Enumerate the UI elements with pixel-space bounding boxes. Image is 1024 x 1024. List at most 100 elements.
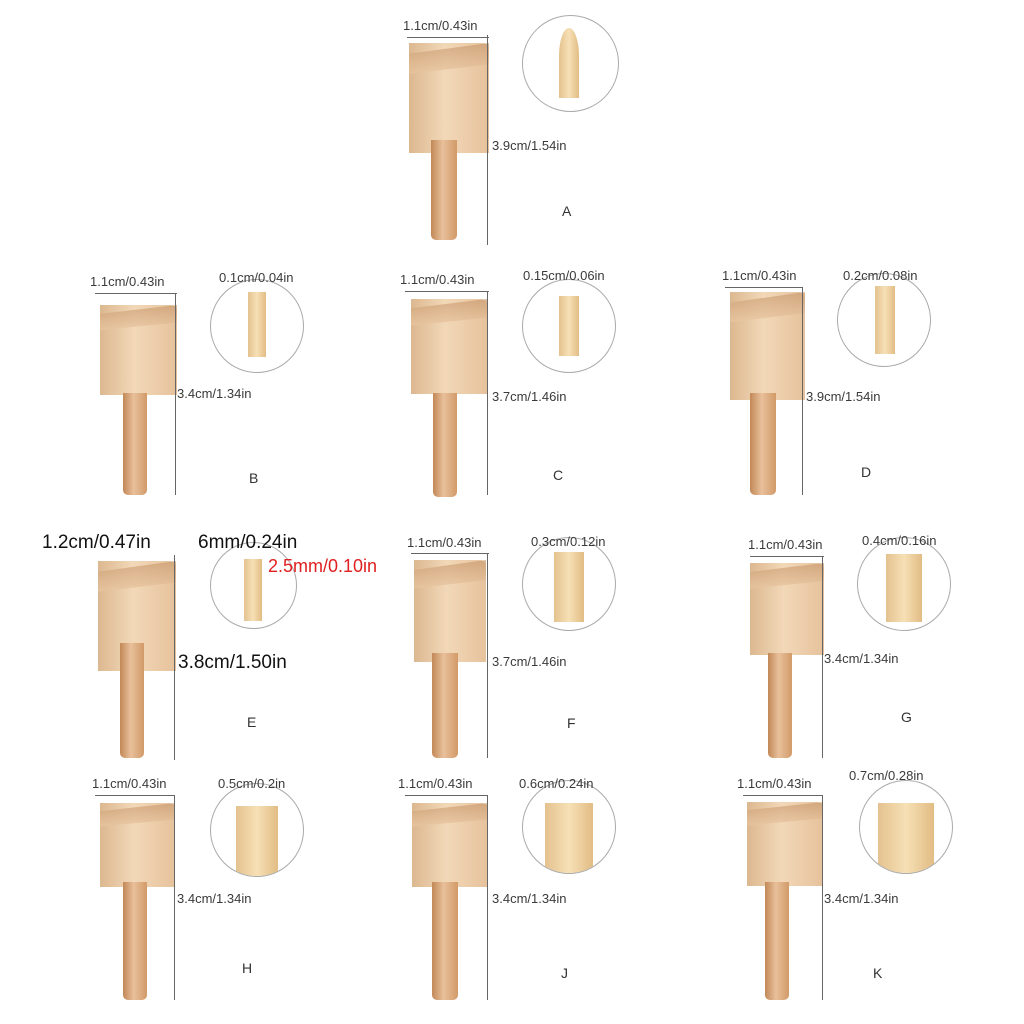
height-dimension-line — [487, 795, 488, 1000]
height-label: 3.4cm/1.34in — [824, 651, 899, 666]
variant-letter: H — [242, 960, 253, 976]
concave-tip-icon — [236, 806, 278, 876]
tool-head — [750, 563, 824, 655]
height-label: 3.4cm/1.34in — [177, 386, 252, 401]
pointed-tip-icon — [559, 28, 579, 98]
tip-label: 0.3cm/0.12in — [531, 534, 606, 549]
height-label: 3.7cm/1.46in — [492, 654, 567, 669]
tool-head — [730, 292, 805, 400]
tool-shaft — [432, 882, 458, 1000]
height-label: 3.9cm/1.54in — [492, 138, 567, 153]
panel-d: 1.1cm/0.43in 3.9cm/1.54in 0.2cm/0.08in D — [715, 265, 975, 505]
fork-tip-icon — [875, 286, 895, 354]
height-dimension-line — [174, 795, 175, 1000]
tip-detail-circle — [522, 279, 616, 373]
width-label: 1.1cm/0.43in — [737, 776, 812, 791]
height-label: 3.4cm/1.34in — [492, 891, 567, 906]
width-label: 1.2cm/0.47in — [42, 532, 151, 553]
height-dimension-line — [175, 293, 176, 495]
height-dimension-line — [822, 795, 823, 1000]
width-label: 1.1cm/0.43in — [92, 776, 167, 791]
tip-label: 6mm/0.24in — [198, 532, 298, 553]
width-dimension-line — [725, 287, 803, 288]
tip-detail-circle — [522, 780, 616, 874]
height-label: 3.8cm/1.50in — [178, 652, 287, 673]
width-dimension-line — [750, 556, 824, 557]
width-label: 1.1cm/0.43in — [398, 776, 473, 791]
panel-c: 1.1cm/0.43in 3.7cm/1.46in 0.15cm/0.06in … — [395, 265, 635, 505]
panel-k: 1.1cm/0.43in 3.4cm/1.34in 0.7cm/0.28in K — [735, 768, 995, 1020]
width-dimension-line — [95, 795, 175, 796]
variant-letter: D — [861, 464, 872, 480]
width-dimension-line — [407, 37, 489, 38]
width-label: 1.1cm/0.43in — [90, 274, 165, 289]
tip-detail-circle — [857, 537, 951, 631]
height-label: 3.7cm/1.46in — [492, 389, 567, 404]
variant-letter: E — [247, 714, 257, 730]
panel-h: 1.1cm/0.43in 3.4cm/1.34in 0.5cm/0.2in H — [85, 770, 325, 1020]
width-dimension-line — [743, 795, 823, 796]
panel-f: 1.1cm/0.43in 3.7cm/1.46in 0.3cm/0.12in F — [395, 525, 655, 765]
variant-letter: C — [553, 467, 564, 483]
concave-tip-icon — [545, 803, 593, 873]
tool-head — [747, 802, 823, 886]
width-label: 1.1cm/0.43in — [400, 272, 475, 287]
tip-label: 0.4cm/0.16in — [862, 533, 937, 548]
tool-shaft — [123, 393, 147, 495]
width-dimension-line — [405, 795, 488, 796]
tool-head — [100, 305, 177, 395]
variant-letter: A — [562, 203, 572, 219]
height-dimension-line — [487, 35, 488, 245]
tool-shaft — [123, 882, 147, 1000]
tip-detail-circle — [210, 279, 304, 373]
tool-head — [412, 803, 488, 887]
fork-tip-icon — [244, 559, 262, 621]
panel-e: 1.2cm/0.47in 3.8cm/1.50in 6mm/0.24in 2.5… — [40, 525, 420, 765]
width-dimension-line — [95, 293, 177, 294]
variant-letter: F — [567, 715, 576, 731]
tip-label: 0.7cm/0.28in — [849, 768, 924, 783]
width-label: 1.1cm/0.43in — [407, 535, 482, 550]
variant-letter: G — [901, 709, 912, 725]
tool-head — [411, 299, 487, 394]
height-dimension-line — [487, 553, 488, 758]
tip-label-secondary: 2.5mm/0.10in — [268, 556, 378, 576]
fork-tip-icon — [559, 296, 579, 356]
fork-tip-icon — [554, 552, 584, 622]
variant-letter: K — [873, 965, 883, 981]
tip-detail-circle — [210, 542, 297, 629]
fork-tip-icon — [248, 292, 266, 357]
tool-shaft — [431, 140, 457, 240]
fork-tip-icon — [886, 554, 922, 622]
tool-head — [414, 560, 486, 662]
width-label: 1.1cm/0.43in — [748, 537, 823, 552]
tip-label: 0.2cm/0.08in — [843, 268, 918, 283]
variant-letter: J — [561, 965, 568, 981]
height-dimension-line — [802, 287, 803, 495]
tool-shaft — [750, 393, 776, 495]
tip-label: 0.6cm/0.24in — [519, 776, 594, 791]
height-label: 3.4cm/1.34in — [177, 891, 252, 906]
width-label: 1.1cm/0.43in — [722, 268, 797, 283]
tool-shaft — [120, 643, 144, 758]
panel-b: 1.1cm/0.43in 3.4cm/1.34in 0.1cm/0.04in B — [85, 265, 325, 505]
height-label: 3.9cm/1.54in — [806, 389, 881, 404]
tip-detail-circle — [210, 783, 304, 877]
tip-detail-circle — [859, 780, 953, 874]
tip-detail-circle — [522, 15, 619, 112]
tip-label: 0.1cm/0.04in — [219, 270, 294, 285]
panel-j: 1.1cm/0.43in 3.4cm/1.34in 0.6cm/0.24in J — [395, 770, 655, 1020]
panel-g: 1.1cm/0.43in 3.4cm/1.34in 0.4cm/0.16in G — [740, 525, 1000, 765]
height-label: 3.4cm/1.34in — [824, 891, 899, 906]
panel-a: 1.1cm/0.43in 3.9cm/1.54in A — [395, 10, 635, 250]
tip-label: 0.15cm/0.06in — [523, 268, 605, 283]
height-dimension-line — [487, 291, 488, 495]
tool-head — [409, 43, 489, 153]
tool-shaft — [765, 882, 789, 1000]
tool-head — [100, 803, 175, 887]
tool-shaft — [432, 653, 458, 758]
width-dimension-line — [405, 291, 489, 292]
tool-shaft — [768, 653, 792, 758]
height-dimension-line — [174, 555, 175, 760]
tool-shaft — [433, 393, 457, 497]
